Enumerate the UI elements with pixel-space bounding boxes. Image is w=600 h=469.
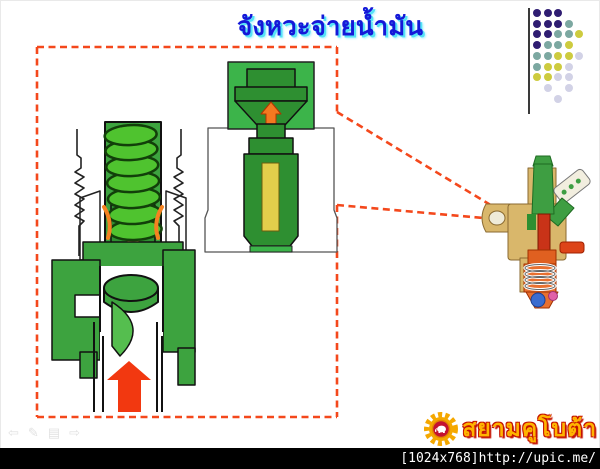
- decor-dot: [554, 9, 562, 17]
- decor-dot: [543, 41, 552, 50]
- decor-dot: [554, 19, 562, 28]
- decor-dot: [533, 62, 541, 71]
- decor-dot: [564, 30, 573, 39]
- fuel-swirl-shape: [111, 301, 134, 357]
- brand-name: สยามคูโบต้า: [462, 415, 597, 441]
- decor-dot: [543, 51, 552, 60]
- presenter-toolbar: ⇦ ✎ ▤ ⇨: [8, 425, 80, 441]
- decor-dot: [543, 62, 552, 71]
- injector-cutaway-image: [481, 155, 591, 309]
- dots-decoration: [533, 9, 593, 119]
- decor-dot: [554, 30, 562, 39]
- decor-dot: [564, 62, 573, 71]
- coil-spring: [103, 123, 163, 242]
- thread-outline-right: [173, 129, 184, 250]
- decor-dot: [533, 51, 541, 60]
- decor-dot: [564, 51, 573, 60]
- nozzle-tip-detail: [204, 61, 338, 253]
- decor-dot: [575, 30, 583, 39]
- decor-dot: [533, 19, 541, 28]
- slide-title: จังหวะจ่ายน้ำมัน: [237, 11, 423, 41]
- decor-dot: [564, 41, 573, 50]
- gear-logo-icon: [424, 412, 459, 446]
- decor-dot: [533, 73, 541, 82]
- decor-dot: [564, 73, 573, 82]
- nozzle-needle: [261, 162, 280, 232]
- decor-dot: [533, 9, 541, 17]
- decor-dot: [554, 94, 562, 103]
- slideshow-menu-icon[interactable]: ▤: [47, 425, 61, 440]
- decor-dot: [575, 51, 583, 60]
- decor-dot: [543, 19, 552, 28]
- template-vertical-rule: [528, 8, 530, 114]
- decor-dot: [554, 62, 562, 71]
- previous-slide-icon[interactable]: ⇦: [8, 425, 19, 440]
- decor-dot: [564, 83, 573, 92]
- pen-tool-icon[interactable]: ✎: [27, 425, 39, 440]
- thread-outline-left: [74, 129, 85, 256]
- decor-dot: [543, 83, 552, 92]
- decor-dot: [543, 73, 552, 82]
- decor-dot: [564, 19, 573, 28]
- decor-dot: [554, 73, 562, 82]
- elephant-icon: [435, 425, 447, 433]
- decor-dot: [554, 41, 562, 50]
- watermark: สยามคูโบต้า: [423, 411, 597, 447]
- decor-dot: [543, 30, 552, 39]
- fuel-flow-arrow: [107, 361, 151, 412]
- host-bar: [1024x768]http://upic.me/: [0, 448, 600, 469]
- image-host-caption: [1024x768]http://upic.me/: [400, 451, 596, 466]
- next-slide-icon[interactable]: ⇨: [69, 425, 81, 440]
- decor-dot: [554, 51, 562, 60]
- injector-cross-section: [51, 121, 196, 412]
- decor-dot: [543, 9, 552, 17]
- fuel-line-fitting: [553, 168, 591, 204]
- decor-dot: [533, 30, 541, 39]
- decor-dot: [533, 41, 541, 50]
